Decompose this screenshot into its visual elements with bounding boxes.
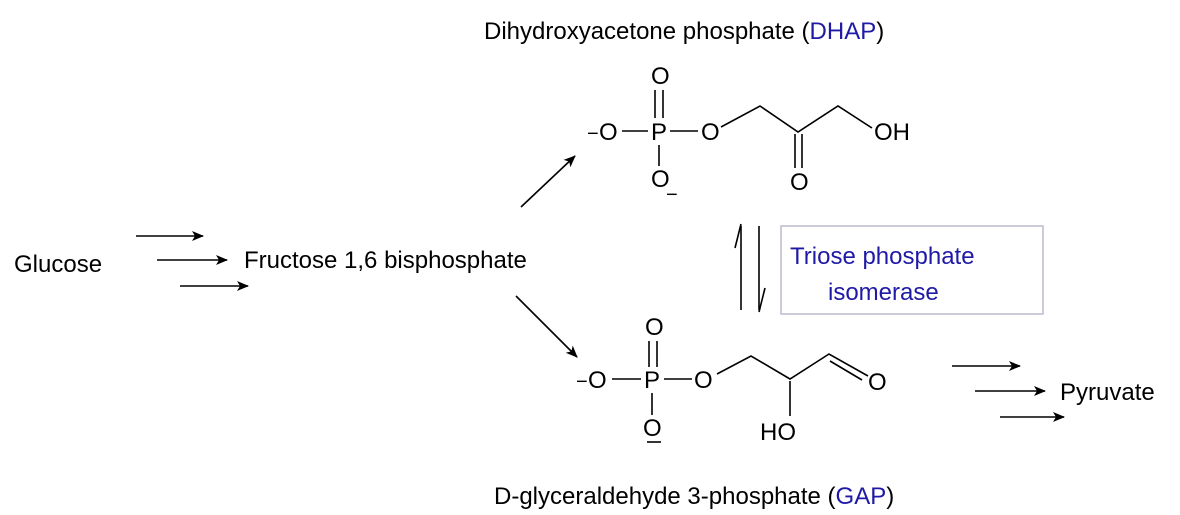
enzyme-box — [780, 225, 1044, 315]
dhap-structure: O − O P O − O O OH — [587, 63, 910, 206]
svg-text:O: O — [701, 119, 720, 146]
pyruvate-label: Pyruvate — [1060, 379, 1155, 406]
enzyme-name-line1: Triose phosphate — [790, 243, 975, 270]
split-arrow-to-gap — [515, 295, 578, 358]
svg-text:OH: OH — [874, 119, 910, 146]
svg-text:O: O — [790, 169, 809, 196]
svg-text:O: O — [868, 369, 887, 396]
dhap-title: Dihydroxyacetone phosphate (DHAP) — [484, 18, 884, 45]
equilibrium-arrows — [734, 223, 766, 313]
svg-text:−: − — [576, 371, 588, 393]
svg-text:O: O — [588, 367, 607, 394]
gap-structure: O − O P O O O HO — [576, 314, 887, 446]
fructose-bisphosphate-label: Fructose 1,6 bisphosphate — [244, 247, 527, 274]
svg-text:O: O — [651, 63, 670, 90]
svg-text:P: P — [644, 367, 660, 394]
glucose-label: Glucose — [14, 251, 102, 278]
svg-text:P: P — [651, 119, 667, 146]
svg-text:O: O — [651, 166, 670, 193]
svg-text:O: O — [599, 119, 618, 146]
svg-text:HO: HO — [760, 419, 796, 446]
svg-text:−: − — [587, 123, 599, 145]
svg-text:O: O — [694, 367, 713, 394]
svg-text:O: O — [643, 415, 662, 442]
split-arrow-to-dhap — [520, 155, 576, 208]
svg-text:O: O — [645, 314, 664, 341]
svg-text:−: − — [666, 184, 678, 206]
dhap-abbr: DHAP — [810, 18, 877, 45]
gap-title: D-glyceraldehyde 3-phosphate (GAP) — [494, 483, 894, 510]
enzyme-name-line2: isomerase — [828, 279, 939, 306]
gap-abbr: GAP — [836, 483, 887, 510]
